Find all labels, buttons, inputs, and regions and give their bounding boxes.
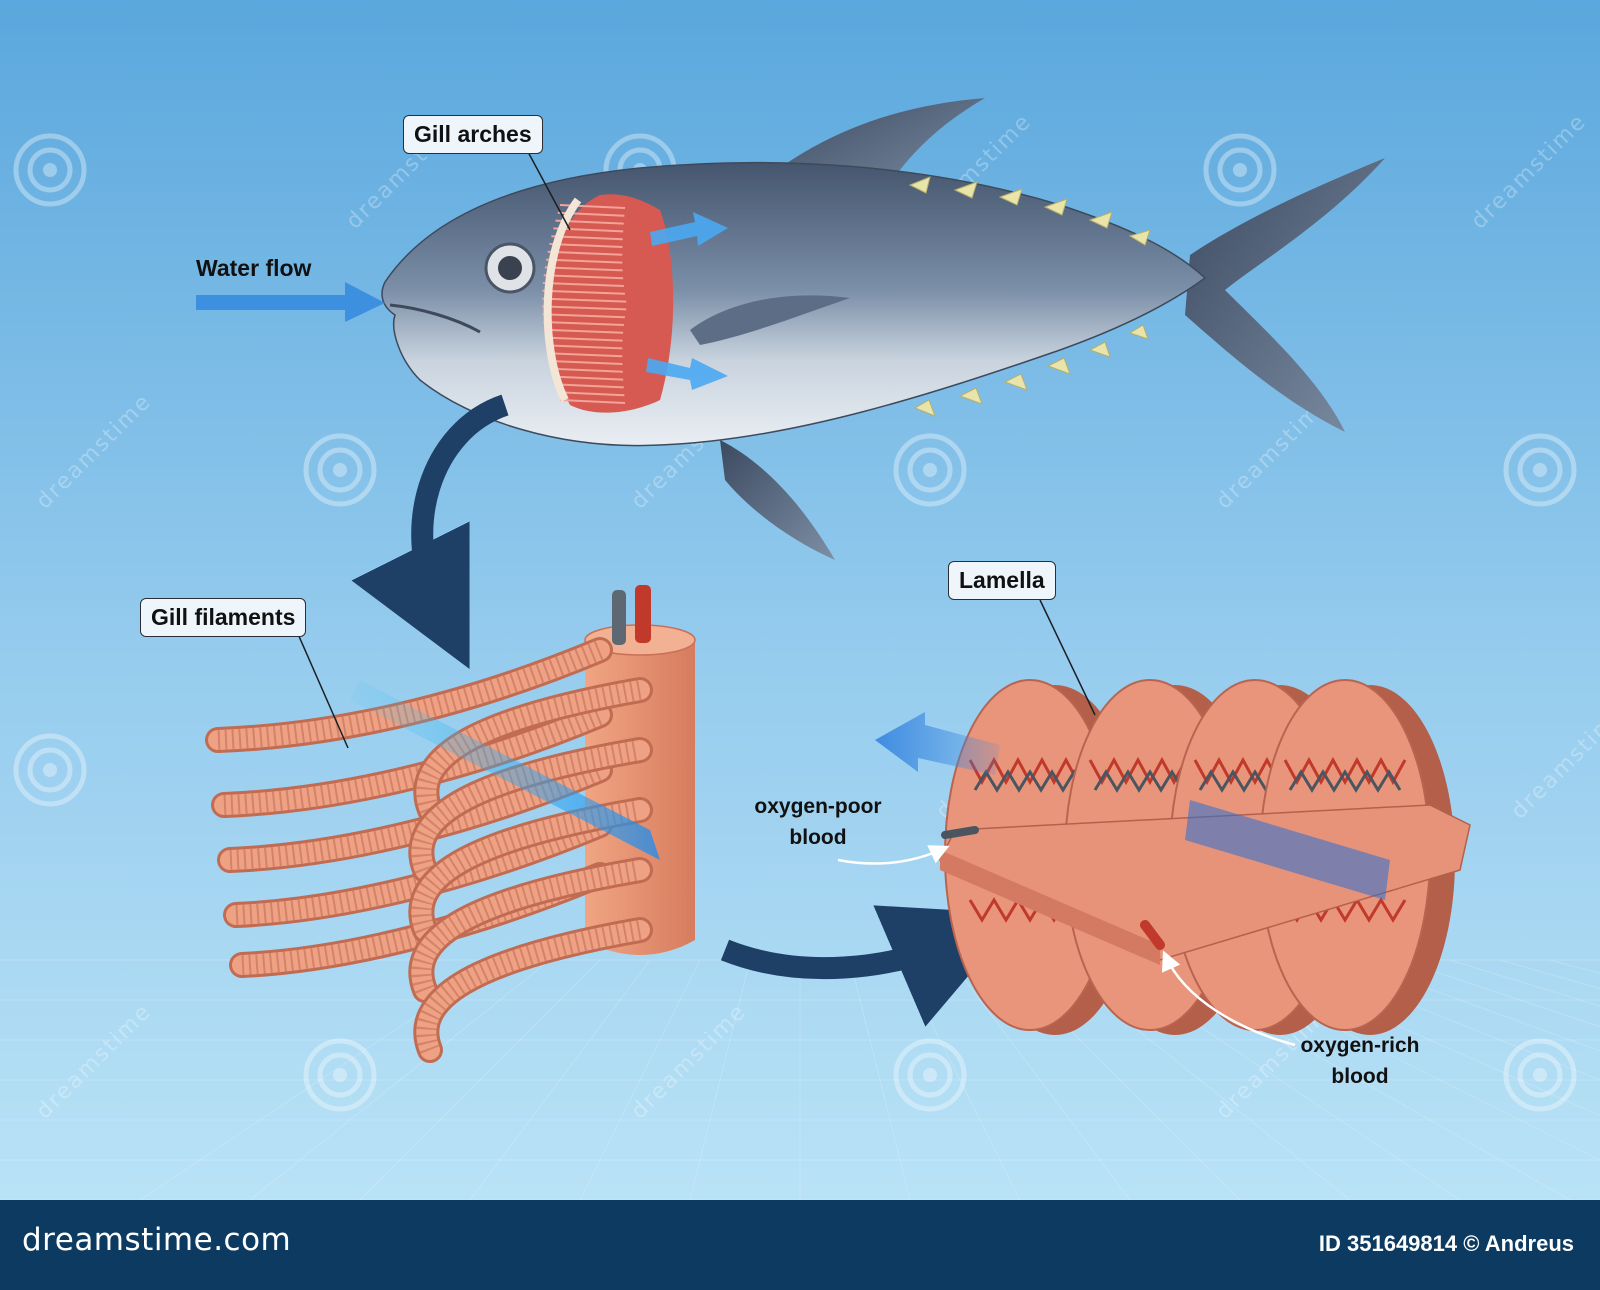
watermark-spiral-icon bbox=[1203, 133, 1277, 207]
gill-filaments-label: Gill filaments bbox=[140, 598, 307, 637]
oxygen-poor-blood-label: oxygen-poor blood bbox=[738, 791, 898, 853]
process-arrow-down bbox=[351, 394, 509, 670]
gill-arches-cutaway bbox=[547, 194, 674, 413]
gill-arches-leader bbox=[526, 149, 571, 231]
ventral-finlets bbox=[913, 324, 1149, 417]
gill-filaments-leader bbox=[297, 633, 349, 749]
pectoral-fin bbox=[690, 295, 850, 345]
footer-author: © Andreus bbox=[1463, 1231, 1574, 1256]
lamella-backflow-arrow bbox=[875, 712, 1000, 775]
watermark-spiral-icon bbox=[303, 433, 377, 507]
footer-brand: dreamstime.com bbox=[22, 1222, 292, 1258]
oxygen-rich-vessel bbox=[1140, 920, 1165, 950]
lamella-label: Lamella bbox=[948, 561, 1056, 600]
oxygen-poor-line1: oxygen-poor bbox=[754, 795, 882, 818]
blood-vessel-red bbox=[635, 585, 651, 643]
lamella-water-flow bbox=[1185, 800, 1390, 900]
oxygen-poor-line2: blood bbox=[789, 826, 847, 849]
oxygen-rich-line1: oxygen-rich bbox=[1300, 1034, 1420, 1057]
gill-arches-label: Gill arches bbox=[403, 115, 543, 154]
watermark-spiral-icon bbox=[303, 1038, 377, 1112]
watermark-spiral-icon bbox=[1503, 433, 1577, 507]
tail-fin bbox=[1185, 158, 1385, 432]
oxygen-rich-line2: blood bbox=[1331, 1065, 1389, 1088]
anal-fin bbox=[720, 440, 835, 560]
watermark-spiral-icon bbox=[1503, 1038, 1577, 1112]
watermark-spiral-icon bbox=[893, 433, 967, 507]
water-flow-label: Water flow bbox=[196, 255, 312, 281]
watermark-spiral-icon bbox=[13, 133, 87, 207]
fish-pupil bbox=[498, 256, 522, 280]
lamella-structure bbox=[938, 679, 1471, 1035]
footer-bar: dreamstime.com ID 351649814 © Andreus bbox=[0, 1200, 1600, 1290]
gill-arch-bone bbox=[543, 197, 582, 402]
oxygen-rich-blood-label: oxygen-rich blood bbox=[1285, 1030, 1435, 1092]
footer-credit: ID 351649814 © Andreus bbox=[1319, 1231, 1574, 1257]
tuna-fish bbox=[381, 98, 1385, 560]
filament-water-flow bbox=[350, 680, 660, 860]
lamella-base-edge bbox=[940, 850, 1160, 965]
process-arrow-right bbox=[720, 905, 1021, 1027]
gill-filaments-structure bbox=[205, 585, 696, 1063]
dorsal-finlets bbox=[908, 176, 1151, 246]
gill-flow-arrows bbox=[646, 212, 728, 390]
oxygen-poor-vessel bbox=[941, 826, 979, 839]
lamella-leader bbox=[1039, 599, 1096, 716]
oxygen-poor-pointer bbox=[837, 845, 950, 865]
oxygen-rich-pointer bbox=[1161, 950, 1296, 1047]
water-flow-arrow bbox=[196, 282, 385, 322]
watermark-spiral-icon bbox=[893, 1038, 967, 1112]
footer-image-id: ID 351649814 bbox=[1318, 1231, 1458, 1256]
blood-vessel-dark bbox=[612, 590, 626, 645]
fish-mouth bbox=[389, 303, 481, 334]
watermark-spiral-icon bbox=[13, 733, 87, 807]
